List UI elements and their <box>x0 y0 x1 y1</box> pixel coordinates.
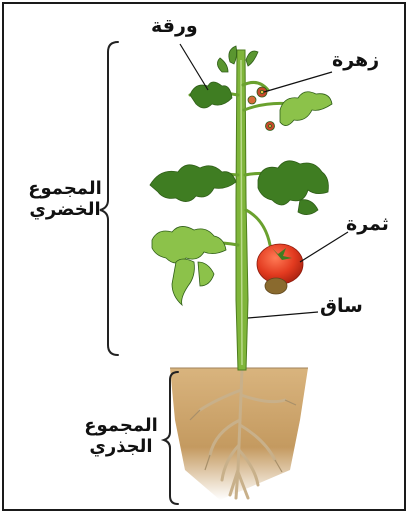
fruit-label: ثمرة <box>346 214 389 236</box>
fruit-leader-line <box>300 232 348 262</box>
stem-label: ساق <box>320 296 363 318</box>
root-system-label: المجموع الجذري <box>82 416 160 457</box>
flower-label: زهرة <box>332 50 379 72</box>
flower-leader-line <box>264 72 332 92</box>
leaf-leader-line <box>180 44 208 90</box>
fruit <box>257 244 303 294</box>
shoot-system-label: المجموع الخضري <box>26 179 104 220</box>
shoot-system-label-line1: المجموع <box>26 179 104 200</box>
stem-leader-line <box>248 312 318 318</box>
root-system-label-line2: الجذري <box>82 437 160 458</box>
leaf-label: ورقة <box>151 16 198 38</box>
root-system-label-line1: المجموع <box>82 416 160 437</box>
shoot-system-label-line2: الخضري <box>26 200 104 221</box>
